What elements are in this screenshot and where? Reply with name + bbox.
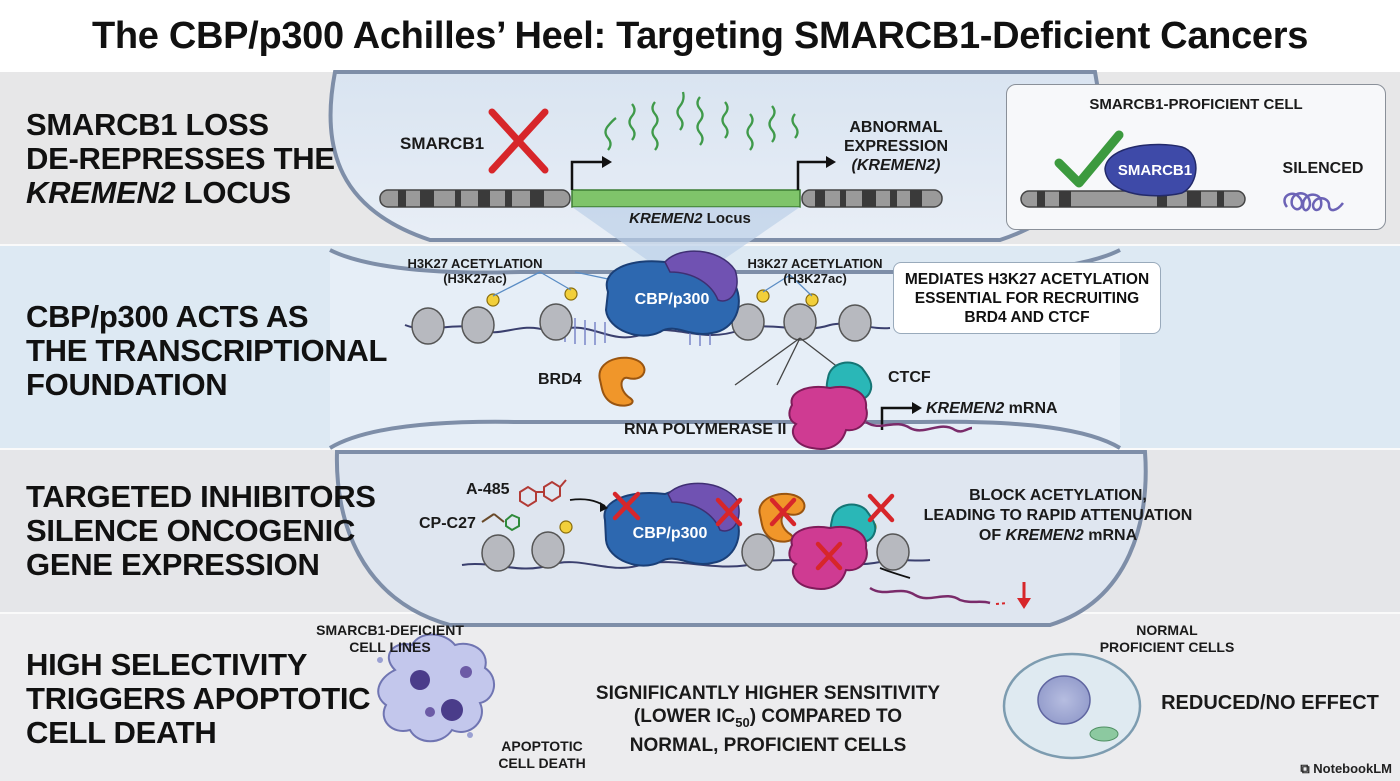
rna-polymerase-label: RNA POLYMERASE II <box>624 421 787 438</box>
section-heading-2: CBP/p300 ACTS AS THE TRANSCRIPTIONAL FOU… <box>26 299 388 402</box>
smarcb1-label: SMARCB1 <box>400 134 485 153</box>
brd4-protein-inhibited <box>758 492 806 543</box>
a485-label: A-485 <box>466 481 510 498</box>
kremen2-mrna-label: KREMEN2 mRNA <box>926 400 1058 417</box>
inset-graphic <box>1020 130 1344 212</box>
red-x-icon <box>488 108 549 174</box>
a485-molecule-icon <box>519 479 567 508</box>
acetyl-marks-panel2 <box>486 287 819 307</box>
ctcf-label: CTCF <box>888 369 931 386</box>
cpc27-molecule-icon <box>481 513 520 532</box>
kremen2-locus-label: KREMEN2 Locus <box>629 210 751 227</box>
apoptotic-cell-icon <box>377 633 495 743</box>
cbp-p300-label: CBP/p300 <box>634 291 710 308</box>
section-heading-4: HIGH SELECTIVITY TRIGGERS APOPTOTIC CELL… <box>26 647 371 750</box>
inset-smarcb1-protein-label: SMARCB1 <box>1117 162 1193 179</box>
brd4-label: BRD4 <box>538 371 582 388</box>
block-acetylation-label: BLOCK ACETYLATION, LEADING TO RAPID ATTE… <box>923 487 1193 544</box>
sensitivity-statement: SIGNIFICANTLY HIGHER SENSITIVITY (LOWER … <box>595 683 941 756</box>
rna-polymerase-ii <box>788 386 868 450</box>
smarcb1-proficient-inset: SMARCB1-PROFICIENT CELL SMARCB1 SILENCED <box>1006 84 1386 230</box>
inset-title: SMARCB1-PROFICIENT CELL <box>1089 96 1303 113</box>
abnormal-expression-label: ABNORMAL EXPRESSION (KREMEN2) <box>843 119 949 174</box>
section-heading-3: TARGETED INHIBITORS SILENCE ONCOGENIC GE… <box>26 479 376 582</box>
checkmark-icon <box>1054 130 1124 188</box>
h3k27ac-left-label: H3K27 ACETYLATION(H3K27ac) <box>407 256 543 286</box>
cbp-p300-inhibited-label: CBP/p300 <box>632 525 708 542</box>
cpc27-label: CP-C27 <box>419 515 476 532</box>
down-arrow-icon <box>1017 582 1031 609</box>
silenced-coil-icon <box>1283 192 1344 212</box>
silenced-label: SILENCED <box>1282 160 1364 177</box>
cell-membrane-lower <box>334 450 1148 627</box>
nucleosome-group-panel3 <box>481 531 910 572</box>
page-title: The CBP/p300 Achilles’ Heel: Targeting S… <box>0 0 1400 72</box>
inhibition-x-marks <box>612 491 895 571</box>
section-heading-1: SMARCB1 LOSS DE-REPRESSES THE KREMEN2 LO… <box>26 107 335 210</box>
nucleosome-group-panel2 <box>411 303 872 345</box>
expression-squiggles <box>604 91 799 151</box>
smarcb1-protein-icon <box>1104 143 1197 197</box>
h3k27ac-right-label: H3K27 ACETYLATION(H3K27ac) <box>747 256 883 286</box>
chromosome-panel1 <box>379 156 943 262</box>
reduced-effect-label: REDUCED/NO EFFECT <box>1161 692 1379 714</box>
notebooklm-logo-icon: ⧉ <box>1300 761 1314 776</box>
notebooklm-footer: ⧉ NotebookLM <box>1300 761 1392 776</box>
mediates-acetylation-callout: MEDIATES H3K27 ACETYLATION ESSENTIAL FOR… <box>893 262 1161 334</box>
normal-cell-icon <box>1002 652 1142 760</box>
brd4-protein <box>598 356 646 407</box>
section-band-4 <box>0 614 1400 781</box>
